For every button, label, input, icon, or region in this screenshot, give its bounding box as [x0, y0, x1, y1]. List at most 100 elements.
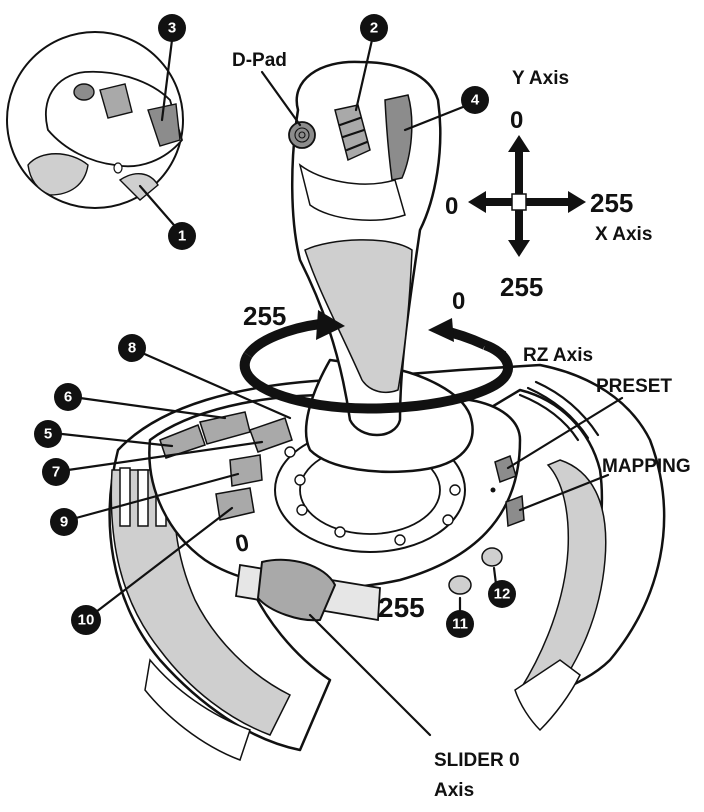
slider-label-line1: SLIDER 0	[434, 750, 520, 771]
slider-min-value: 0	[233, 529, 252, 558]
svg-text:9: 9	[60, 514, 68, 531]
rz-left-value: 255	[243, 301, 286, 331]
callout-10: 10	[71, 605, 101, 635]
vent-line	[518, 393, 580, 442]
leader-mapping	[518, 473, 610, 512]
slider-max-value: 255	[378, 592, 425, 623]
dpad-ring	[294, 127, 310, 143]
button-7[interactable]	[249, 417, 293, 453]
y-arrow-up	[508, 135, 530, 152]
callout-1: 1	[168, 222, 196, 250]
svg-text:10: 10	[78, 612, 95, 629]
button-12[interactable]	[481, 547, 503, 567]
rz-axis-label: RZ Axis	[523, 345, 593, 366]
preset-label: PRESET	[596, 376, 672, 397]
leader-6	[78, 396, 227, 420]
rz-arrowhead-left	[316, 310, 345, 340]
leader-5	[60, 432, 174, 448]
mapping-button[interactable]	[505, 494, 525, 528]
x-axis-right-value: 255	[590, 188, 633, 218]
leader-9	[74, 472, 240, 520]
svg-text:3: 3	[168, 20, 176, 37]
callout-6: 6	[54, 383, 82, 411]
leader-rz	[483, 343, 507, 354]
mapping-label: MAPPING	[602, 456, 691, 477]
inset-detail	[6, 31, 184, 209]
gimbal-bolt	[296, 504, 308, 516]
callout-4: 4	[461, 86, 489, 114]
leader-7	[66, 440, 264, 472]
rz-rotation-arrow	[239, 310, 513, 414]
xy-center	[511, 193, 527, 211]
callouts: 3 1 2 4 8 6 5 7 9 10 11 12	[34, 14, 516, 638]
callout-12: 12	[488, 580, 516, 608]
inset-screw	[113, 162, 123, 174]
leader-4	[403, 103, 470, 132]
gimbal-bolt	[394, 534, 406, 546]
svg-text:6: 6	[64, 389, 72, 406]
svg-text:1: 1	[178, 228, 186, 245]
button-5[interactable]	[159, 424, 206, 459]
svg-text:11: 11	[452, 616, 468, 633]
slider-knob[interactable]	[256, 558, 337, 622]
gimbal-bolt	[284, 446, 296, 458]
button-11[interactable]	[448, 575, 472, 595]
base-left-wing	[110, 469, 292, 736]
y-axis-top-value: 0	[510, 107, 523, 134]
button-9[interactable]	[229, 454, 263, 487]
callout-9: 9	[50, 508, 78, 536]
rz-arc-front	[239, 340, 513, 414]
slider-label-line2: Axis	[434, 780, 474, 801]
svg-text:4: 4	[471, 92, 480, 109]
preset-button[interactable]	[494, 454, 517, 483]
gimbal-bolt	[442, 514, 454, 526]
x-arrow-left	[468, 191, 486, 213]
svg-text:7: 7	[52, 464, 60, 481]
rz-arc-back	[243, 319, 321, 359]
callout-8: 8	[118, 334, 146, 362]
x-axis-left-value: 0	[445, 193, 458, 220]
y-axis-label: Y Axis	[512, 68, 569, 89]
leader-2	[354, 38, 374, 112]
button-2[interactable]	[334, 104, 371, 162]
x-arrow-right	[568, 191, 586, 213]
leader-slider	[308, 613, 432, 737]
dpad-label: D-Pad	[232, 50, 287, 71]
button-2-hatch	[338, 116, 369, 152]
rz-arrowhead-right	[428, 318, 454, 342]
leader-10	[94, 506, 234, 614]
stick-band	[298, 163, 406, 221]
leader-12	[492, 566, 498, 586]
leader-8	[138, 350, 292, 420]
inset-button-3	[147, 103, 181, 147]
base-left-foot	[144, 658, 251, 761]
leader-preset	[506, 396, 624, 470]
leader-lines	[60, 38, 624, 737]
inset-button-1	[118, 173, 159, 201]
text-labels: D-Pad Y Axis 0 0 255 X Axis 255 255 0 RZ…	[232, 50, 691, 801]
callout-3: 3	[158, 14, 186, 42]
svg-text:8: 8	[128, 340, 136, 357]
leader-dpad	[260, 70, 302, 127]
vent-line	[534, 380, 600, 437]
leader-3	[160, 38, 174, 122]
callout-7: 7	[42, 458, 70, 486]
dpad-center	[298, 131, 306, 139]
vent-line	[526, 386, 590, 440]
dpad-hat[interactable]	[288, 121, 316, 149]
button-4[interactable]	[384, 94, 413, 181]
rz-right-value: 0	[452, 288, 465, 315]
leader-1	[138, 184, 182, 234]
svg-text:5: 5	[44, 426, 52, 443]
callout-5: 5	[34, 420, 62, 448]
xy-axis-arrows	[468, 135, 586, 257]
inset-grip-pad	[27, 153, 89, 196]
led-indicator	[490, 487, 496, 493]
base-right-foot	[514, 659, 581, 732]
gimbal-bolt	[294, 474, 306, 486]
callout-11: 11	[446, 610, 474, 638]
x-axis-label: X Axis	[595, 224, 652, 245]
callout-2: 2	[360, 14, 388, 42]
gimbal-bolt	[449, 484, 461, 496]
